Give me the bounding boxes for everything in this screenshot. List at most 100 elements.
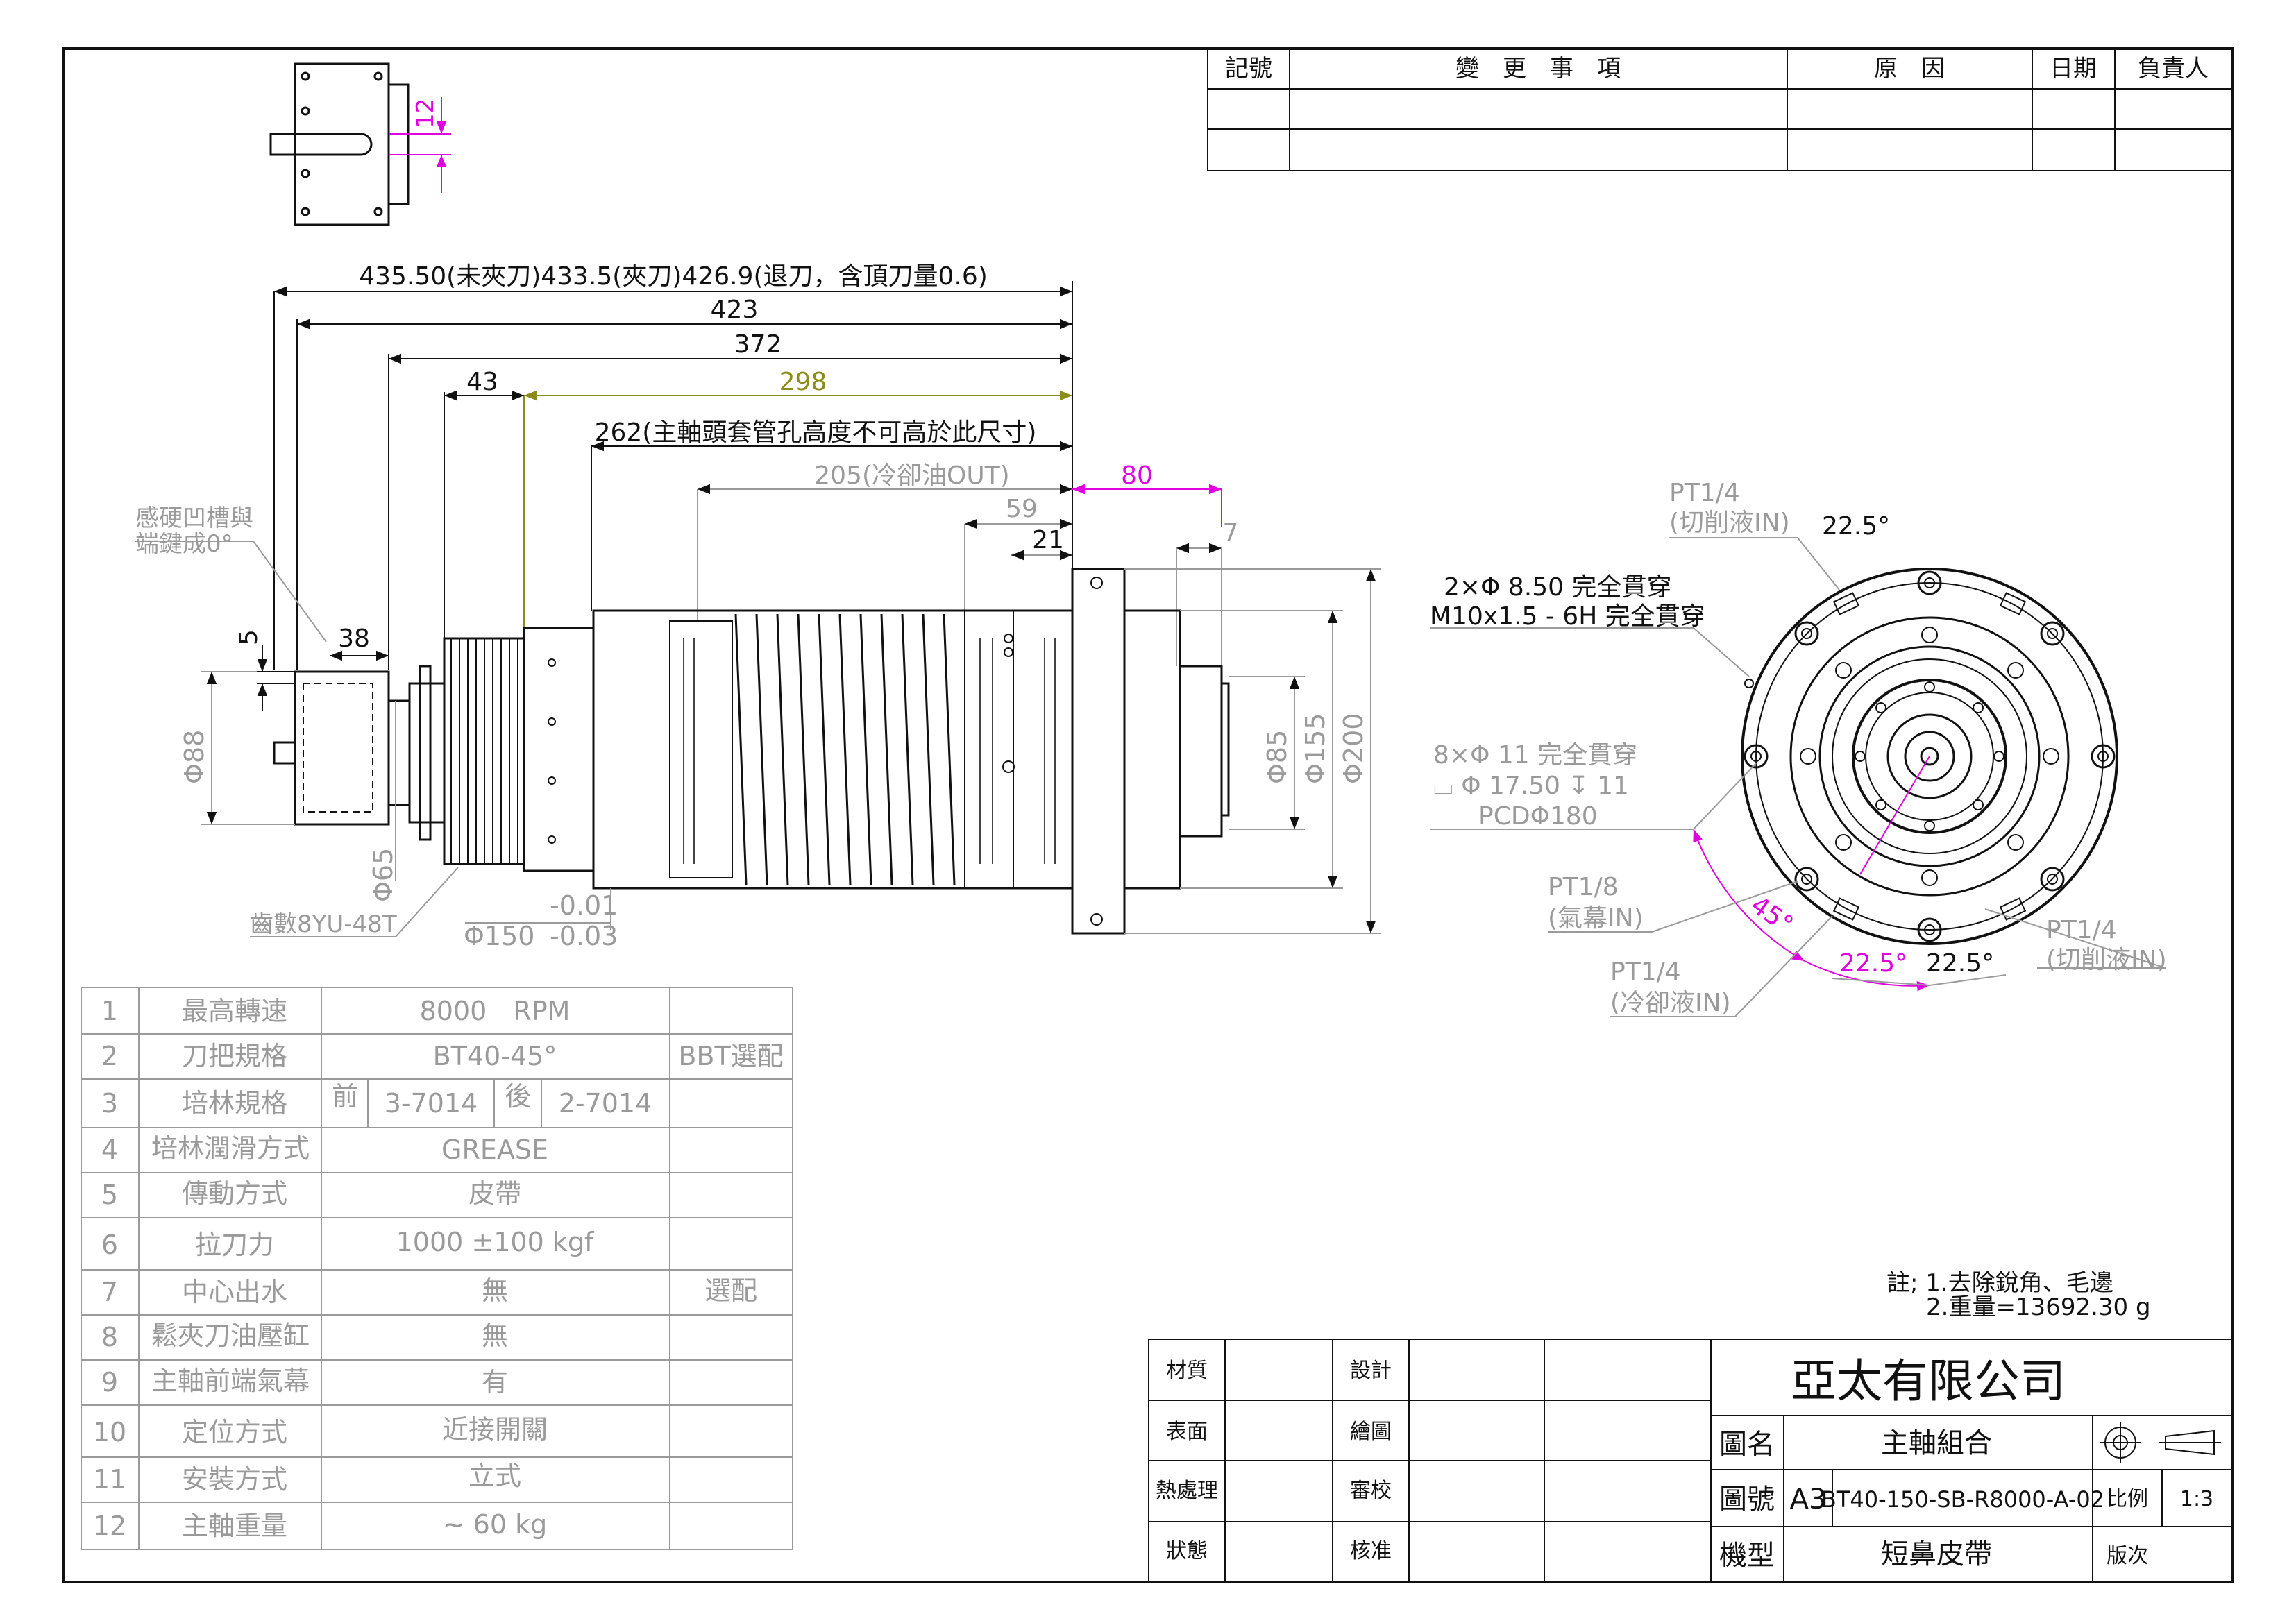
spec-item: 培林潤滑方式 <box>151 1133 310 1164</box>
pt14-top-2: (切削液IN) <box>1669 509 1790 537</box>
dim-262: 262(主軸頭套管孔高度不可高於此尺寸) <box>595 418 1037 447</box>
pt14-top-1: PT1/4 <box>1669 479 1740 507</box>
spec-item: 最高轉速 <box>182 996 287 1026</box>
spec-item: 主軸前端氣幕 <box>151 1366 310 1396</box>
spec-value: 1000 ±100 kgf <box>396 1227 595 1257</box>
dim-298-lines <box>523 390 1072 628</box>
angle-45: 45° <box>1746 891 1798 940</box>
dim-dia155: Φ155 <box>1300 713 1331 784</box>
diameter-dim-lines <box>201 568 1381 934</box>
spec-note: 選配 <box>704 1275 757 1306</box>
tb-design-label: 設計 <box>1350 1359 1392 1383</box>
angle-b2: 22.5° <box>1926 949 1994 978</box>
dim-7: 7 <box>1223 519 1239 547</box>
spec-item: 鬆夾刀油壓缸 <box>151 1320 310 1351</box>
front-view <box>1741 568 2118 945</box>
spec-front-value: 3-7014 <box>385 1088 478 1119</box>
spec-item: 定位方式 <box>182 1417 287 1447</box>
tb-name: 主軸組合 <box>1881 1427 1992 1459</box>
spec-value: 無 <box>482 1320 508 1351</box>
spec-item: 刀把規格 <box>182 1041 287 1071</box>
pt18-2: (氣幕IN) <box>1548 904 1644 933</box>
bolt-note-1: 8×Φ 11 完全貫穿 <box>1433 741 1637 770</box>
side-leaders <box>135 541 459 937</box>
note-2: 2.重量=13692.30 g <box>1926 1293 2151 1321</box>
dim-80: 80 <box>1121 461 1153 490</box>
side-dim-lines <box>273 281 1073 670</box>
dim-38: 38 <box>338 624 370 653</box>
rev-header-mark: 記號 <box>1225 55 1272 83</box>
tb-scale-label: 比例 <box>2107 1487 2148 1511</box>
dim-dia65: Φ65 <box>368 848 398 902</box>
pt18-1: PT1/8 <box>1548 873 1619 901</box>
spec-no: 1 <box>101 996 118 1026</box>
spec-value: 近接開關 <box>442 1414 548 1445</box>
company-name: 亞太有限公司 <box>1791 1354 2066 1408</box>
tb-check-label: 審校 <box>1350 1479 1392 1503</box>
dim-5-lines <box>257 645 389 711</box>
spec-no: 9 <box>101 1367 118 1397</box>
dim-dia150: Φ150 <box>464 921 534 951</box>
tb-number-label: 圖號 <box>1719 1484 1775 1515</box>
dim-43: 43 <box>466 368 498 396</box>
spec-rear-value: 2-7014 <box>559 1088 652 1119</box>
gear-note: 齒數8YU-48T <box>250 910 397 938</box>
tb-drawn-label: 繪圖 <box>1350 1420 1392 1444</box>
pt14-cool-2: (冷卻液IN) <box>1610 989 1731 1017</box>
pt14-right-2: (切削液IN) <box>2046 946 2167 974</box>
front-leaders <box>1430 537 2166 1017</box>
tb-version-label: 版次 <box>2107 1544 2148 1568</box>
spec-value: 立式 <box>469 1461 521 1491</box>
spec-table-text: 1 最高轉速 8000 RPM 2 刀把規格 BT40-45° BBT選配 3 … <box>93 996 784 1541</box>
holes-note-1: 2×Φ 8.50 完全貫穿 <box>1444 573 1671 602</box>
spec-no: 10 <box>93 1417 126 1447</box>
tb-status-label: 狀態 <box>1166 1539 1208 1563</box>
spec-value: 無 <box>482 1275 508 1306</box>
spec-no: 11 <box>93 1464 126 1495</box>
tb-size: A3 <box>1790 1484 1827 1515</box>
angle-b1: 22.5° <box>1839 949 1907 978</box>
top-end-view <box>269 62 410 226</box>
note-1: 註; 1.去除銳角、毛邊 <box>1886 1269 2113 1297</box>
spec-item: 主軸重量 <box>182 1511 287 1541</box>
projection-symbol <box>2100 1422 2221 1463</box>
dim-gray-lines <box>697 484 1222 677</box>
tb-material-label: 材質 <box>1166 1359 1208 1383</box>
spec-no: 12 <box>93 1511 126 1541</box>
dim-12: 12 <box>412 99 439 128</box>
cooling-fins <box>734 613 956 885</box>
spec-no: 4 <box>101 1135 118 1165</box>
dim-21: 21 <box>1032 526 1064 554</box>
spec-value: 有 <box>482 1367 508 1397</box>
rev-header-reason: 原 因 <box>1874 55 1945 83</box>
dim-tol-lower: -0.03 <box>550 921 618 951</box>
dim-59: 59 <box>1006 495 1038 523</box>
spec-front-label: 前 <box>332 1081 358 1112</box>
spec-value: 8000 RPM <box>420 996 571 1026</box>
dim-205: 205(冷卻油OUT) <box>814 461 1009 490</box>
title-block-grid <box>1148 1339 2233 1583</box>
tb-name-label: 圖名 <box>1719 1429 1775 1461</box>
dim-dia88: Φ88 <box>179 730 210 784</box>
spec-value: BT40-45° <box>433 1041 557 1071</box>
spec-item: 中心出水 <box>182 1277 287 1307</box>
dim-total: 435.50(未夾刀)433.5(夾刀)426.9(退刀，含頂刀量0.6) <box>359 262 988 291</box>
angle-top: 22.5° <box>1822 512 1890 541</box>
housing-holes <box>548 577 1103 926</box>
spec-no: 2 <box>101 1041 118 1071</box>
bolt-note-3: PCDΦ180 <box>1478 802 1598 831</box>
spec-value: GREASE <box>441 1135 548 1165</box>
dim-80-lines <box>1072 484 1222 527</box>
dim-423: 423 <box>711 296 759 324</box>
spindle-side-view <box>273 568 1230 935</box>
spec-note: BBT選配 <box>678 1041 783 1071</box>
spec-value: 皮帶 <box>469 1178 521 1209</box>
rev-header-date: 日期 <box>2050 55 2097 83</box>
revision-block <box>1207 48 2233 171</box>
dim-372: 372 <box>734 330 782 359</box>
spec-rear-label: 後 <box>505 1081 531 1112</box>
tb-model: 短鼻皮帶 <box>1881 1538 1992 1570</box>
spec-item: 傳動方式 <box>182 1178 287 1209</box>
bolt-note-2: ⌴ Φ 17.50 ↧ 11 <box>1433 772 1629 800</box>
